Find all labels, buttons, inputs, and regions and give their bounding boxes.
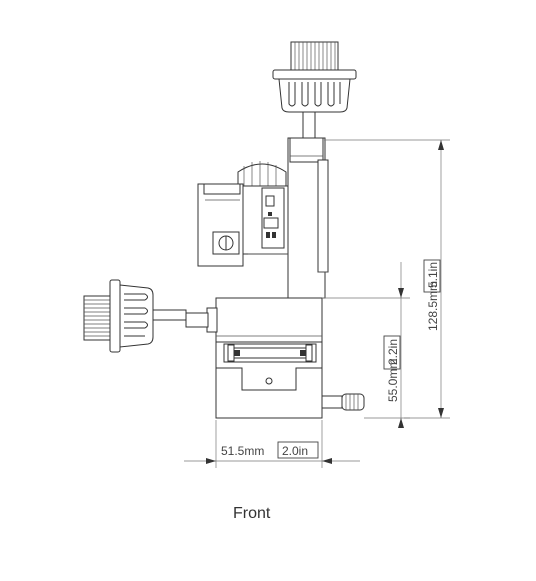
lower-height-dimension-metric: 55.0mm — [386, 359, 400, 402]
view-label: Front — [233, 505, 271, 522]
main-stage — [185, 297, 323, 343]
total-height-dimension: 128.5mm 5.1in — [324, 139, 450, 419]
vertical-column — [287, 137, 329, 299]
top-knob — [272, 41, 357, 139]
lower-height-dimension: 55.0mm 2.2in — [322, 262, 410, 428]
width-dimension-imperial: 2.0in — [282, 444, 308, 458]
base-block — [215, 341, 365, 419]
side-head-assembly — [197, 161, 289, 267]
lower-height-dimension-imperial: 2.2in — [386, 339, 400, 365]
total-height-dimension-imperial: 5.1in — [426, 262, 440, 288]
left-knob — [83, 279, 187, 353]
width-dimension: 51.5mm 2.0in — [184, 420, 360, 468]
width-dimension-metric: 51.5mm — [221, 444, 264, 458]
total-height-dimension-metric: 128.5mm — [426, 281, 440, 331]
